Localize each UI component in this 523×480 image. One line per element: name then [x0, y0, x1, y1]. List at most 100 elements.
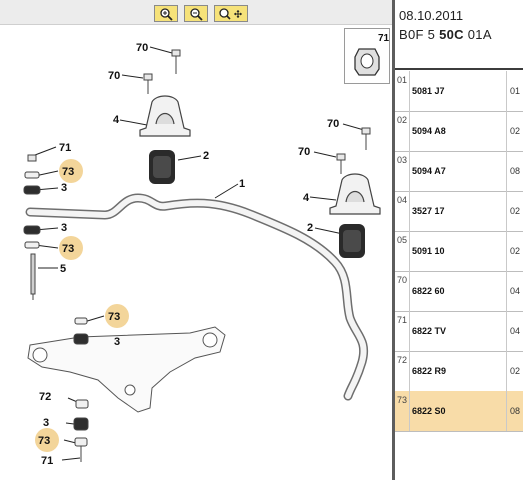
link-stack-left [23, 154, 89, 462]
part-row-number: 02 [397, 115, 408, 125]
part-row[interactable]: 04 3527 17 02 [395, 191, 523, 232]
callout-70: 70 [108, 70, 120, 82]
callout-73: 73 [62, 243, 74, 255]
nut-thumbnail-icon: 71 [354, 33, 390, 76]
zoom-in-button[interactable] [154, 5, 178, 22]
callout-70: 70 [298, 146, 310, 158]
column-divider [409, 71, 410, 111]
part-row[interactable]: 03 5094 A7 08 [395, 151, 523, 192]
callout-73: 73 [38, 435, 50, 447]
column-divider [506, 71, 507, 111]
part-row-number: 73 [397, 395, 408, 405]
part-row-code[interactable]: 5081 J7 [412, 86, 445, 96]
column-divider [506, 271, 507, 311]
column-divider [506, 391, 507, 431]
panel-separator [392, 0, 395, 480]
callout-70: 70 [327, 118, 339, 130]
column-divider [409, 271, 410, 311]
callout-73: 73 [62, 166, 74, 178]
column-divider [506, 151, 507, 191]
part-row-number: 03 [397, 155, 408, 165]
part-row[interactable]: 02 5094 A8 02 [395, 111, 523, 152]
svg-text:71: 71 [378, 33, 389, 44]
part-row-code[interactable]: 6822 R9 [412, 366, 447, 376]
column-divider [409, 391, 410, 431]
clamp-right [329, 173, 381, 215]
toolbar [0, 0, 392, 25]
zoom-out-button[interactable] [184, 5, 208, 22]
column-divider [506, 351, 507, 391]
header-date: 08.10.2011 [399, 8, 464, 23]
callout-2: 2 [203, 150, 209, 162]
pan-icon [219, 7, 242, 20]
part-row-quantity: 02 [510, 206, 521, 216]
column-divider [506, 311, 507, 351]
part-row-quantity: 04 [510, 326, 521, 336]
bolts-70 [143, 49, 371, 174]
part-row-number: 71 [397, 315, 408, 325]
callout-71: 71 [41, 455, 53, 467]
zoom-in-icon [160, 7, 173, 21]
part-row-quantity: 02 [510, 126, 521, 136]
control-arm [27, 326, 226, 413]
part-row[interactable]: 71 6822 TV 04 [395, 311, 523, 352]
part-row-quantity: 02 [510, 246, 521, 256]
column-divider [506, 191, 507, 231]
part-row[interactable]: 05 5091 10 02 [395, 231, 523, 272]
part-row-quantity: 04 [510, 286, 521, 296]
part-row-quantity: 02 [510, 366, 521, 376]
column-divider [506, 111, 507, 151]
clamp-left [139, 95, 191, 137]
part-row-code[interactable]: 6822 S0 [412, 406, 446, 416]
part-row[interactable]: 73 6822 S0 08 [395, 391, 523, 432]
part-row-quantity: 08 [510, 406, 521, 416]
part-row-number: 04 [397, 195, 408, 205]
part-row-code[interactable]: 3527 17 [412, 206, 445, 216]
column-divider [409, 111, 410, 151]
callout-3: 3 [61, 182, 67, 194]
part-row[interactable]: 72 6822 R9 02 [395, 351, 523, 392]
callout-3: 3 [43, 417, 49, 429]
callout-4: 4 [303, 192, 310, 204]
pan-button[interactable] [214, 5, 248, 22]
callout-highlights [35, 159, 129, 452]
part-row-code[interactable]: 6822 TV [412, 326, 447, 336]
part-row[interactable]: 70 6822 60 04 [395, 271, 523, 312]
part-row-code[interactable]: 5091 10 [412, 246, 445, 256]
callout-2: 2 [307, 222, 313, 234]
header-divider [395, 68, 523, 70]
exploded-parts-diagram: 70 70 4 2 1 70 70 4 2 71 73 3 3 73 5 73 … [23, 42, 381, 467]
callout-72: 72 [39, 391, 51, 403]
column-divider [409, 311, 410, 351]
bushing-left [149, 150, 175, 184]
callout-1: 1 [239, 178, 245, 190]
part-row[interactable]: 01 5081 J7 01 [395, 71, 523, 112]
part-row-number: 70 [397, 275, 408, 285]
callout-3: 3 [114, 336, 120, 348]
part-thumbnail[interactable]: 71 [344, 28, 390, 84]
part-row-number: 01 [397, 75, 408, 85]
callout-3: 3 [61, 222, 67, 234]
callout-4: 4 [113, 114, 120, 126]
part-row-code[interactable]: 5094 A7 [412, 166, 446, 176]
part-row-number: 72 [397, 355, 408, 365]
column-divider [409, 231, 410, 271]
part-row-quantity: 08 [510, 166, 521, 176]
column-divider [409, 351, 410, 391]
bushing-right [339, 224, 365, 258]
part-row-quantity: 01 [510, 86, 521, 96]
column-divider [409, 151, 410, 191]
callout-70: 70 [136, 42, 148, 54]
column-divider [506, 231, 507, 271]
stabilizer-bar [25, 193, 368, 401]
column-divider [409, 191, 410, 231]
zoom-out-icon [190, 7, 203, 21]
callout-5: 5 [60, 263, 66, 275]
callout-71: 71 [59, 142, 71, 154]
part-row-code[interactable]: 5094 A8 [412, 126, 446, 136]
callout-73: 73 [108, 311, 120, 323]
part-row-number: 05 [397, 235, 408, 245]
part-row-code[interactable]: 6822 60 [412, 286, 445, 296]
header-reference: B0F 5 50C 01A [399, 27, 492, 42]
